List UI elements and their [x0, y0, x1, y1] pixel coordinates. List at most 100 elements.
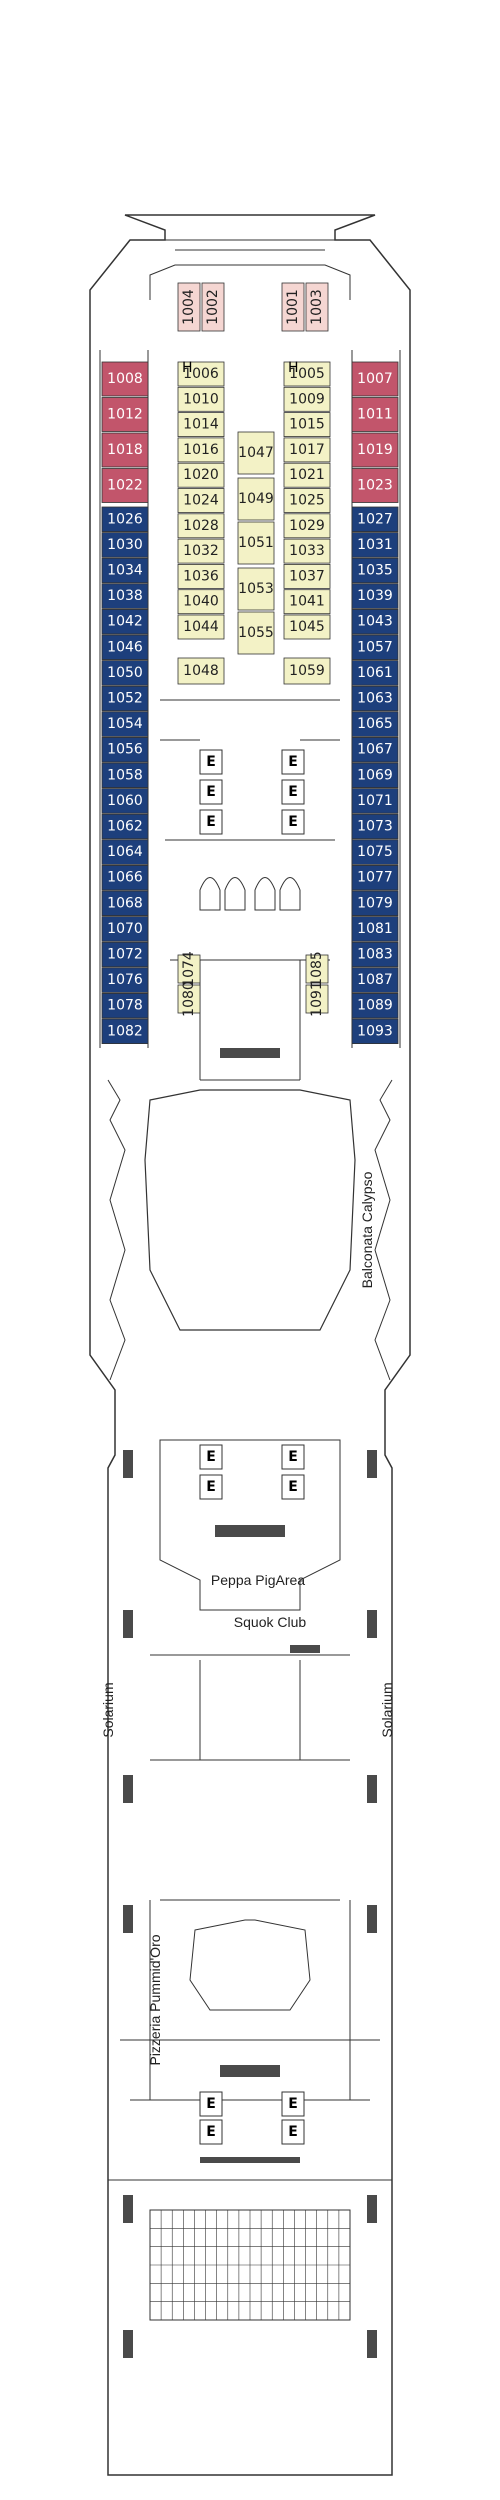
cabin-1016-box — [177, 437, 225, 463]
squok-club-label: Squok Club — [234, 1614, 307, 1630]
cabin-1040: 1040 — [177, 589, 225, 615]
cabin-1068: 1068 — [101, 890, 149, 917]
cabin-1042-box — [101, 609, 149, 635]
elevator: E — [281, 1444, 305, 1470]
cabin-1075: 1075 — [351, 839, 399, 865]
cabin-1029-label: 1029 — [289, 518, 325, 534]
cabin-1028-box — [177, 513, 225, 539]
cabin-1039-label: 1039 — [357, 588, 393, 604]
cabin-1040-label: 1040 — [183, 594, 219, 610]
cabin-1058-box — [101, 762, 149, 789]
cabin-1017-box — [283, 437, 331, 463]
cabin-1030-box — [101, 532, 149, 558]
elevator: E — [281, 1474, 305, 1500]
cabin-1058: 1058 — [101, 762, 149, 789]
cabin-1056-label: 1056 — [107, 742, 143, 758]
cabin-1038-label: 1038 — [107, 588, 143, 604]
cabin-1030: 1030 — [101, 532, 149, 558]
elevator: E — [199, 809, 223, 835]
cabin-1077-label: 1077 — [357, 870, 393, 886]
pizzeria-label: Pizzeria Pummid'Oro — [147, 1934, 163, 2065]
cabin-1067: 1067 — [351, 737, 399, 763]
cabin-1043-box — [351, 609, 399, 635]
cabin-1061-box — [351, 660, 399, 686]
cabin-1093-label: 1093 — [357, 1023, 393, 1039]
balconata-label: Balconata Calypso — [359, 1171, 375, 1288]
cabin-1023-box — [351, 468, 399, 503]
elevator-label: E — [206, 814, 216, 830]
cabin-1049-label: 1049 — [238, 491, 274, 507]
cabin-1024: 1024 — [177, 488, 225, 513]
cabin-1067-box — [351, 737, 399, 763]
cabin-1074: 1074 — [177, 951, 201, 987]
cabin-1020: 1020 — [177, 462, 225, 488]
cabin-1053: 1053 — [237, 567, 275, 611]
cabin-1083-label: 1083 — [357, 947, 393, 963]
midship-block — [159, 1439, 341, 1611]
elevator-box — [199, 1444, 223, 1470]
elevator: E — [199, 2091, 223, 2117]
cabin-1056: 1056 — [101, 737, 149, 763]
elevator-label: E — [206, 784, 216, 800]
cabin-1053-box — [237, 567, 275, 611]
cabin-1050-box — [101, 660, 149, 686]
cabin-1024-box — [177, 488, 225, 513]
cabin-1050: 1050 — [101, 660, 149, 686]
elevator-label: E — [288, 784, 298, 800]
elevator-label: E — [206, 2096, 216, 2112]
cabin-1023: 1023 — [351, 468, 399, 503]
cabin-1039-box — [351, 583, 399, 609]
cabin-1060-box — [101, 788, 149, 814]
cabin-1087-label: 1087 — [357, 972, 393, 988]
cabin-1018: 1018 — [101, 432, 149, 468]
cabin-1089-box — [351, 993, 399, 1019]
cabin-1067-label: 1067 — [357, 742, 393, 758]
cabin-1091-label: 1091 — [309, 981, 325, 1017]
cabin-1060: 1060 — [101, 788, 149, 814]
cabin-1069: 1069 — [351, 762, 399, 789]
cabin-1073: 1073 — [351, 813, 399, 840]
cabin-1069-label: 1069 — [357, 767, 393, 783]
elevator-label: E — [288, 814, 298, 830]
cabin-1008-label: 1008 — [107, 371, 143, 387]
cabin-1057-label: 1057 — [357, 639, 393, 655]
cabin-1005-label: 1005 — [289, 366, 325, 382]
cabin-1037: 1037 — [283, 564, 331, 589]
cabin-1066-label: 1066 — [107, 870, 143, 886]
cabin-1065: 1065 — [351, 711, 399, 737]
elevator: E — [199, 2119, 223, 2145]
cabin-1026: 1026 — [101, 506, 149, 533]
cabin-1023-label: 1023 — [357, 478, 393, 494]
elevator-label: E — [206, 1479, 216, 1495]
cabin-1027-box — [351, 506, 399, 533]
cabin-1085-label: 1085 — [309, 951, 325, 987]
cabin-1032-box — [177, 538, 225, 564]
aft-lines — [108, 1900, 392, 2181]
cabin-1020-box — [177, 462, 225, 488]
cabin-1075-label: 1075 — [357, 844, 393, 860]
cabin-1070-label: 1070 — [107, 921, 143, 937]
cabin-1068-label: 1068 — [107, 895, 143, 911]
stair-arches — [199, 877, 301, 911]
cabin-1073-box — [351, 813, 399, 840]
cabin-1044: 1044 — [177, 614, 225, 640]
cabin-1048: 1048 — [177, 657, 225, 685]
cabin-1052-box — [101, 685, 149, 712]
cabin-1021-box — [283, 462, 331, 488]
cabin-1071: 1071 — [351, 788, 399, 814]
cabin-1056-box — [101, 737, 149, 763]
cabin-1021-label: 1021 — [289, 467, 325, 483]
cabin-1033: 1033 — [283, 538, 331, 564]
cabin-1003-box — [305, 282, 329, 332]
elevator: E — [281, 809, 305, 835]
cabin-1019: 1019 — [351, 432, 399, 468]
cabin-1083: 1083 — [351, 941, 399, 968]
cabin-1091: 1091 — [305, 981, 329, 1017]
cabin-1072: 1072 — [101, 941, 149, 968]
cabin-1063-box — [351, 685, 399, 712]
cabin-1010-label: 1010 — [183, 391, 219, 407]
cabin-1044-label: 1044 — [183, 619, 219, 635]
cabin-1048-label: 1048 — [183, 663, 219, 679]
cabin-1001-label: 1001 — [285, 289, 301, 325]
cabin-1051-label: 1051 — [238, 535, 274, 551]
